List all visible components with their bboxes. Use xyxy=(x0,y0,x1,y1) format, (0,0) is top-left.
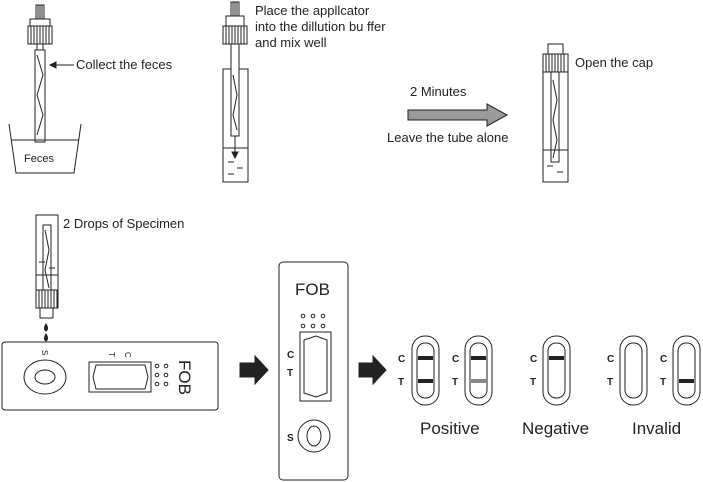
cassette-v-sample-mark: S xyxy=(287,433,294,444)
wait-note-label: Leave the tube alone xyxy=(387,130,509,145)
result-inv1-control-mark: C xyxy=(607,354,615,365)
result-inv1-test-mark: T xyxy=(607,377,614,388)
result-neg-control-mark: C xyxy=(530,354,538,365)
step-place-line3: and mix well xyxy=(255,35,327,50)
cassette-h-test-mark: T xyxy=(107,352,116,357)
result-negative xyxy=(542,335,571,406)
result-invalid-2 xyxy=(672,335,701,406)
step-collect-label: Collect the feces xyxy=(76,57,173,72)
cassette-h-name: FOB xyxy=(175,360,194,395)
result-negative-label: Negative xyxy=(522,419,590,438)
cassette-v-test-mark: T xyxy=(287,368,294,379)
buffer-tube-2 xyxy=(222,1,249,183)
dropper-tube xyxy=(35,214,59,342)
result-positive-label: Positive xyxy=(420,419,480,438)
step-place-line2: into the dillution bu ffer xyxy=(255,19,386,34)
result-positive-1 xyxy=(411,335,440,406)
result-invalid-1 xyxy=(619,335,648,406)
cassette-v-control-mark: C xyxy=(287,350,295,361)
step-arrow-1 xyxy=(239,354,269,386)
applicator-stick-1 xyxy=(27,4,53,143)
result-pos2-test-mark: T xyxy=(452,377,459,388)
container-label: Feces xyxy=(24,153,54,165)
result-inv2-control-mark: C xyxy=(660,354,668,365)
step-place-line1: Place the appllcator xyxy=(255,3,370,18)
buffer-tube-3 xyxy=(542,43,569,183)
cassette-h-sample-mark: S xyxy=(40,350,49,355)
result-pos2-control-mark: C xyxy=(452,354,460,365)
collect-pointer-arrow xyxy=(48,61,74,69)
result-positive-2 xyxy=(464,335,493,406)
wait-time-label: 2 Minutes xyxy=(410,84,467,99)
cassette-v-name: FOB xyxy=(295,280,330,299)
result-invalid-label: Invalid xyxy=(632,419,682,438)
result-pos1-test-mark: T xyxy=(398,377,405,388)
test-cassette-horizontal xyxy=(1,341,219,411)
result-neg-test-mark: T xyxy=(530,377,537,388)
result-pos1-control-mark: C xyxy=(398,354,406,365)
result-inv2-test-mark: T xyxy=(660,377,667,388)
open-cap-label: Open the cap xyxy=(575,55,654,70)
step-arrow-2 xyxy=(358,354,387,386)
wait-arrow xyxy=(407,103,509,127)
test-cassette-vertical xyxy=(278,261,349,481)
drops-label: 2 Drops of Specimen xyxy=(63,216,185,231)
cassette-h-control-mark: C xyxy=(123,352,132,358)
feces-container xyxy=(8,123,82,174)
